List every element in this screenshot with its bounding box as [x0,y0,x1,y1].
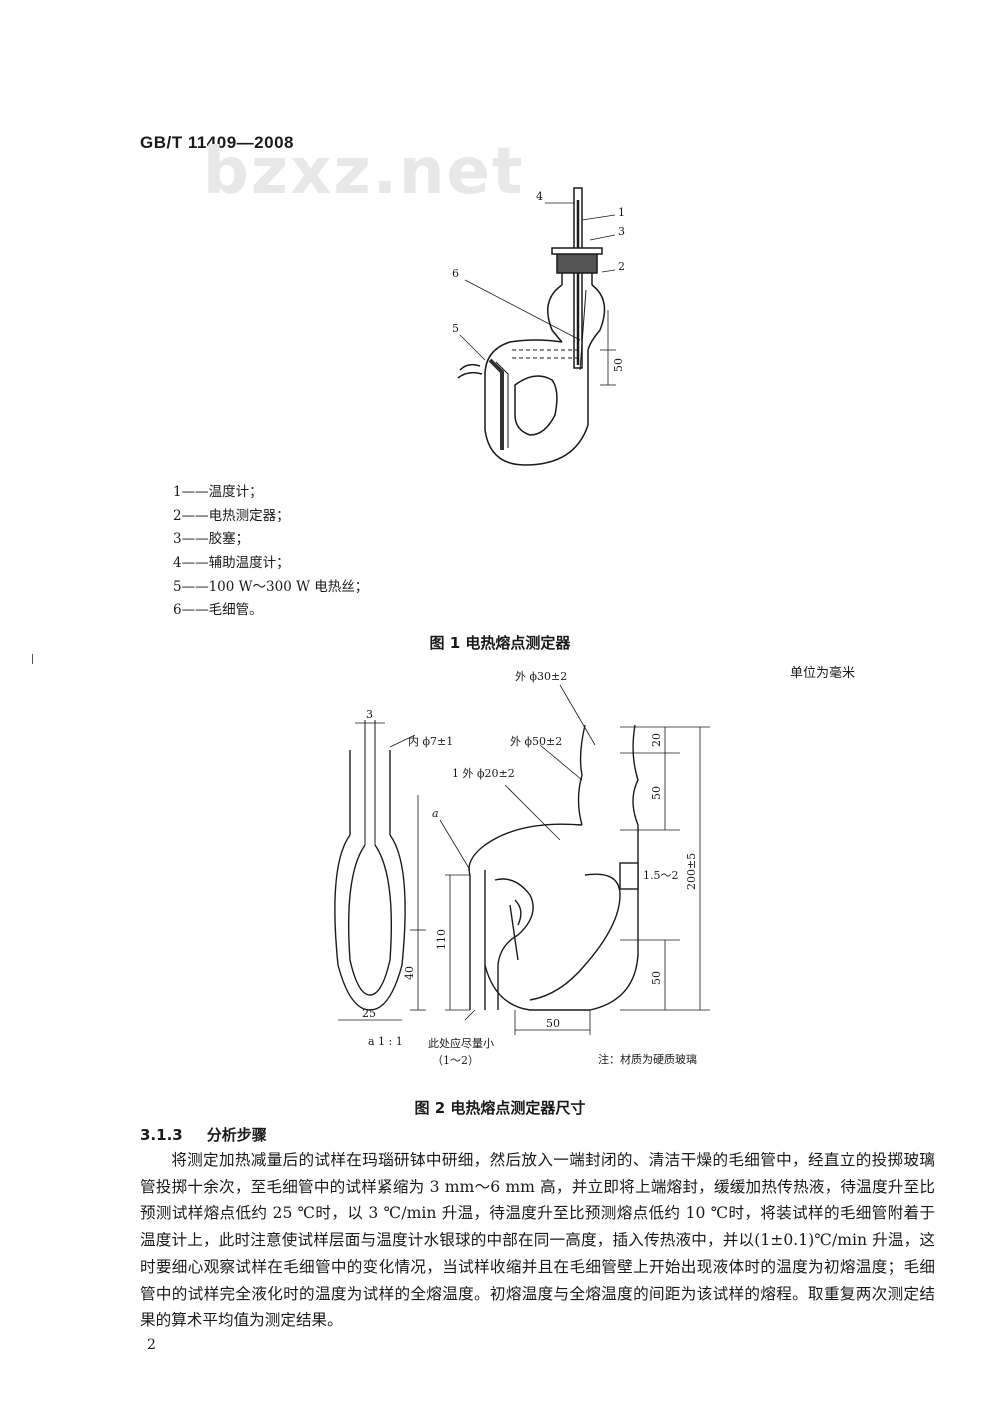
label-gap: 1.5～2 [643,869,679,882]
dim-50-top: 50 [650,786,663,800]
figure1-caption: 图 1 电热熔点测定器 [429,634,571,652]
callout-3: 3 [618,225,625,238]
callout-1: 1 [618,206,625,219]
legend-item: 3——胶塞； [173,531,250,548]
legend-item: 6——毛细管。 [173,602,263,619]
label-minimize-range: （1～2） [432,1054,479,1067]
callout-6: 6 [452,267,459,280]
label-outer-50: 外 ϕ50±2 [510,735,562,748]
margin-mark [32,654,33,664]
figure2-drawing: 外 ϕ30±2 外 ϕ50±2 内 ϕ7±1 1 外 ϕ20±2 a 1.5～2… [334,670,710,1067]
section-number: 3.1.3 [140,1126,183,1144]
watermark: bzxz.net [203,135,525,209]
dimension-50: 50 [612,358,625,372]
dim-3: 3 [366,708,373,721]
callout-2: 2 [618,260,625,273]
body-paragraph: 将测定加热减量后的试样在玛瑙研钵中研细，然后放入一端封闭的、清洁干燥的毛细管中，… [140,1151,935,1330]
dim-20: 20 [650,733,663,747]
page-number: 2 [147,1337,156,1353]
dim-50-right: 50 [650,971,663,985]
callout-5: 5 [452,322,459,335]
figure1-drawing: 4 1 3 2 6 5 50 [452,187,625,466]
detail-scale: a 1 : 1 [368,1035,403,1048]
dim-200: 200±5 [685,853,698,890]
standard-code: GB/T 11409—2008 [140,133,294,152]
legend-item: 2——电热测定器； [173,507,290,524]
material-note: 注：材质为硬质玻璃 [598,1052,697,1066]
dim-110: 110 [435,929,448,950]
dim-40: 40 [403,966,416,980]
unit-note: 单位为毫米 [790,666,856,681]
dim-25: 25 [362,1007,376,1020]
dim-50-bottom: 50 [546,1017,560,1030]
label-outer-20: 1 外 ϕ20±2 [452,767,515,780]
legend-item: 5——100 W～300 W 电热丝； [173,578,369,595]
section-body: 将测定加热减量后的试样在玛瑙研钵中研细，然后放入一端封闭的、清洁干燥的毛细管中，… [140,1147,935,1334]
legend-item: 1——温度计； [173,484,263,500]
legend-item: 4——辅助温度计； [173,555,290,572]
label-outer-30: 外 ϕ30±2 [515,670,567,683]
callout-4: 4 [536,190,543,203]
figure2-caption: 图 2 电热熔点测定器尺寸 [414,1099,586,1117]
section-title: 分析步骤 [206,1126,267,1144]
label-inner-7: 内 ϕ7±1 [408,734,453,748]
section-heading: 3.1.3 分析步骤 [140,1124,291,1145]
label-a: a [432,807,439,820]
figure1-legend: 1——温度计； 2——电热测定器； 3——胶塞； 4——辅助温度计； 5——10… [173,481,368,623]
label-minimize: 此处应尽量小 [428,1036,494,1050]
